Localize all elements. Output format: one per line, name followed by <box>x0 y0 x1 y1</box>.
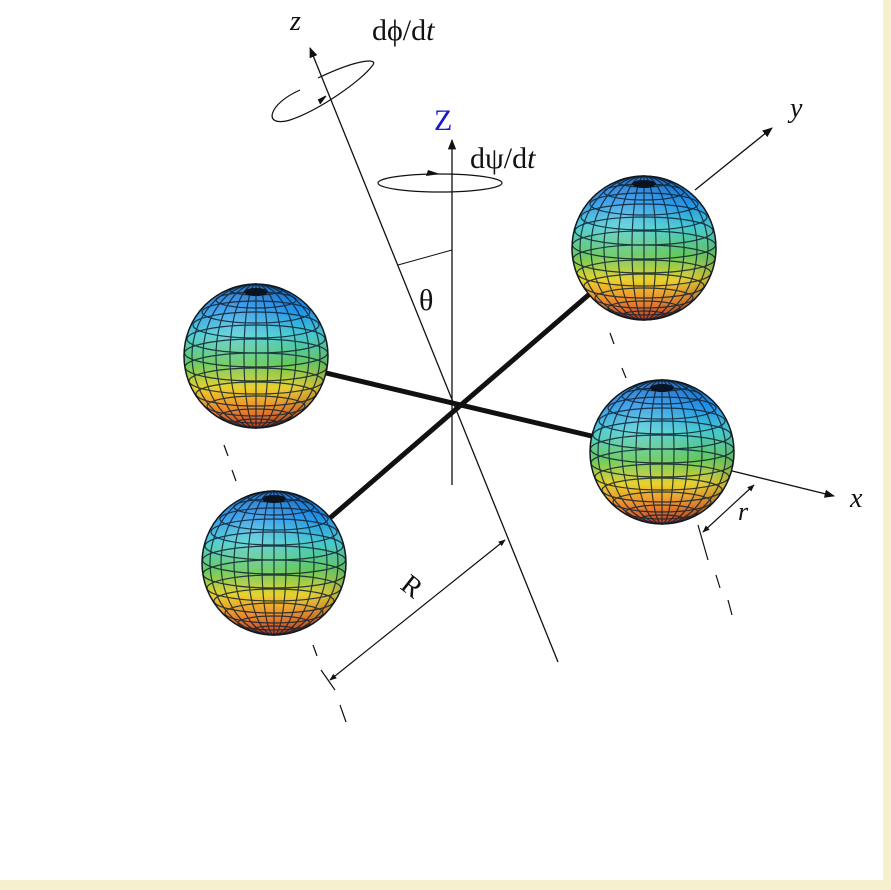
dash-right-4 <box>715 574 721 589</box>
rod-y <box>328 283 602 520</box>
dash-left-2 <box>231 469 237 482</box>
dash-left-1 <box>223 444 229 457</box>
dash-left-5 <box>339 704 347 723</box>
y-axis <box>694 127 773 191</box>
dphi-rotation-arrow <box>271 60 375 123</box>
label-z-body: z <box>289 6 301 37</box>
theta-arc-line <box>397 249 453 266</box>
label-big-r: R <box>395 569 429 605</box>
dash-right-5 <box>727 599 733 616</box>
label-z-space: Z <box>434 104 452 137</box>
label-small-r: r <box>738 497 749 526</box>
dash-left-3 <box>312 644 318 657</box>
small-r-dimension-arrow <box>702 484 755 533</box>
label-y-axis: y <box>787 93 803 124</box>
sphere-bottom <box>201 490 347 636</box>
dpsi-rotation-arrow <box>377 173 503 193</box>
rotating-dumbbell-diagram: z Z y x dϕ/dt dψ/dt θ R r <box>183 6 863 723</box>
dash-left-4 <box>320 669 336 691</box>
label-theta: θ <box>419 284 433 317</box>
body-z-axis <box>309 47 559 663</box>
label-dphi-dt: dϕ/dt <box>372 14 435 47</box>
rod-x <box>304 365 601 441</box>
sphere-right <box>589 379 735 525</box>
dash-right-1 <box>609 332 615 345</box>
label-dpsi-dt: dψ/dt <box>470 142 536 175</box>
sphere-top-right <box>571 175 717 321</box>
dash-right-3 <box>697 524 709 561</box>
r-dimension-arrow <box>329 539 506 681</box>
sphere-left <box>183 283 329 429</box>
label-x-axis: x <box>849 483 863 514</box>
dash-right-2 <box>621 367 627 379</box>
x-axis <box>719 467 836 498</box>
